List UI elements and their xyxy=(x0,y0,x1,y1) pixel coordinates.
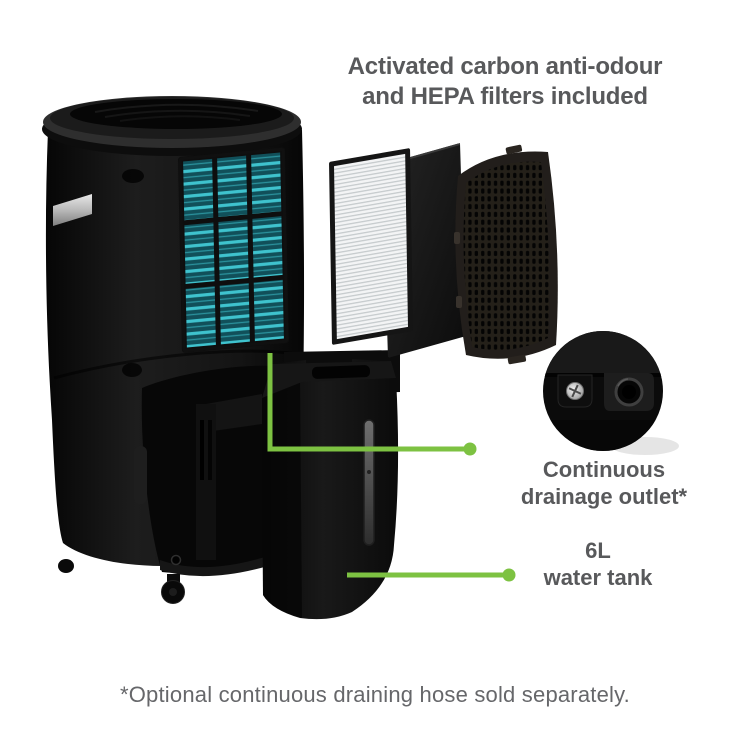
water-level-window xyxy=(363,419,375,546)
tank-callout-line xyxy=(347,568,516,582)
grille-tab-top xyxy=(505,144,523,155)
water-tank xyxy=(262,350,400,620)
callout-lines xyxy=(267,353,516,582)
headline: Activated carbon anti-odour and HEPA fil… xyxy=(285,52,725,112)
grille-clip-lower xyxy=(456,296,462,308)
tank-bay-latch xyxy=(134,446,147,504)
water-tank-label: 6L water tank xyxy=(448,537,748,591)
tank-bay-divider xyxy=(196,404,216,560)
drainage-callout-line xyxy=(267,353,477,456)
handle-stripe xyxy=(53,194,92,226)
drainage-outlet-closeup xyxy=(543,331,679,455)
side-vent-upper xyxy=(122,169,144,183)
drainage-label-line2: drainage outlet* xyxy=(520,484,688,509)
top-vent-surface xyxy=(70,99,282,129)
footnote: *Optional continuous draining hose sold … xyxy=(119,682,630,707)
side-vent-lower xyxy=(122,363,142,377)
drain-outlet-port xyxy=(614,377,644,407)
grille-filter-cover xyxy=(454,144,558,365)
exploded-filters xyxy=(329,143,558,365)
headline-line2: and HEPA filters included xyxy=(362,83,648,110)
hepa-filter xyxy=(329,148,413,345)
grille-clip-upper xyxy=(454,232,460,244)
headline-line1: Activated carbon anti-odour xyxy=(347,53,663,80)
grille-tab-bottom xyxy=(507,354,527,365)
tank-bay-bracket xyxy=(206,394,262,432)
filter-grid-panel xyxy=(178,147,289,353)
tank-bay-opening xyxy=(134,365,284,577)
tank-bay-drain xyxy=(170,554,182,566)
top-lid xyxy=(42,96,302,156)
tank-bay-floor xyxy=(160,556,268,577)
unit-mid-seam xyxy=(53,349,300,380)
caster-front xyxy=(161,574,185,604)
tank-label-line2: water tank xyxy=(543,565,653,590)
drainage-outlet-label: Continuous drainage outlet* xyxy=(454,456,750,510)
dehumidifier-unit xyxy=(42,96,305,604)
caster-rear xyxy=(58,559,74,573)
drainage-label-line1: Continuous xyxy=(542,457,666,482)
tank-handle-recess xyxy=(311,365,371,379)
tank-label-line1: 6L xyxy=(585,538,611,563)
screw xyxy=(566,382,584,400)
